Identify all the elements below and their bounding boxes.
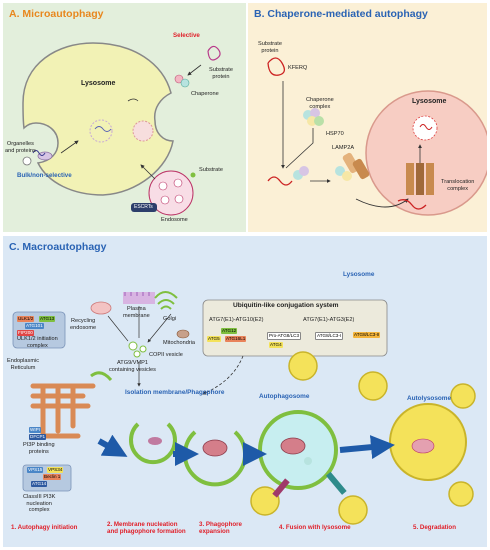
atg16l1-tag: ATG16L1 bbox=[225, 336, 247, 342]
ulk-tag: ULK1/2 bbox=[17, 316, 35, 322]
autolysosome-label: Autolysosome bbox=[407, 395, 452, 402]
golgi-label: Golgi bbox=[163, 316, 177, 322]
hsp70-label: HSP70 bbox=[326, 131, 344, 137]
vps34-tag: VPS34 bbox=[47, 467, 64, 473]
pi3p-caption: PI3P binding proteins bbox=[23, 442, 55, 455]
chaperone-label: Chaperone bbox=[191, 91, 219, 97]
lc3-ii-tag: ATG8/LC3-II bbox=[353, 332, 381, 338]
recycling-endosome-label: Recycling endosome bbox=[70, 318, 97, 331]
lc3-i-tag: ATG8/LC3-I bbox=[315, 332, 344, 340]
atg5-tag: ATG5 bbox=[207, 336, 221, 342]
dfcp1-tag: DFCP1 bbox=[29, 434, 47, 440]
ubiquitin-title: Ubiquitin-like conjugation system bbox=[233, 302, 339, 309]
escrts-label: ESCRTs bbox=[134, 204, 153, 210]
organelles-label: Organelles and proteins bbox=[5, 141, 36, 154]
stage-4: 4. Fusion with lysosome bbox=[279, 524, 351, 531]
substrate-protein-label: Substrate protein bbox=[209, 67, 233, 80]
atg13-tag: ATG13 bbox=[39, 316, 56, 322]
panel-b-title: B. Chaperone-mediated autophagy bbox=[254, 8, 428, 20]
lysosome-shape bbox=[22, 42, 174, 196]
plasma-membrane-label: Plasma membrane bbox=[123, 306, 150, 319]
translocation-label: Translocation complex bbox=[441, 179, 475, 192]
stage-5: 5. Degradation bbox=[413, 524, 456, 531]
atg101-tag: ATG101 bbox=[25, 323, 44, 329]
panel-microautophagy: A. Microautophagy Selective Lysosome Sub… bbox=[3, 3, 246, 232]
vps15-tag: VPS15 bbox=[27, 467, 44, 473]
autophagosome-label: Autophagosome bbox=[259, 393, 310, 400]
lamp2a-label: LAMP2A bbox=[332, 145, 355, 151]
fip200-tag: FIP200 bbox=[17, 330, 34, 336]
substrate-label: Substrate bbox=[199, 167, 223, 173]
ulk-caption: ULK1/2 initiation complex bbox=[17, 336, 58, 349]
panel-macroautophagy: C. Macroautophagy ULK1/2 ATG13 ATG101 FI… bbox=[3, 236, 487, 547]
organelle-cluster bbox=[22, 150, 53, 166]
atg14-tag: ATG14 bbox=[31, 481, 48, 487]
lysosome-c-label: Lysosome bbox=[343, 271, 375, 278]
panel-c-title: C. Macroautophagy bbox=[9, 241, 107, 253]
chaperone-complex-label: Chaperone complex bbox=[306, 97, 334, 110]
wipi-tag: WIPI bbox=[29, 427, 41, 433]
ubl-right-label: ATG7(E1)-ATG3(E2) bbox=[303, 317, 355, 323]
cma-lysosome-label: Lysosome bbox=[412, 98, 447, 105]
macroautophagy-diagram bbox=[12, 291, 476, 525]
isolation-membrane-label: Isolation membrane/Phagophore bbox=[125, 389, 225, 396]
stage-3: 3. Phagophore expansion bbox=[199, 521, 242, 536]
microautophagy-diagram bbox=[22, 42, 221, 216]
copii-label: COPII vesicle bbox=[149, 352, 183, 358]
cma-lysosome bbox=[365, 90, 487, 216]
cma-diagram bbox=[267, 57, 487, 216]
atg12-tag: ATG12 bbox=[221, 328, 238, 334]
pi3k-caption: ClassIII PI3K nucleation complex bbox=[23, 494, 56, 514]
stage-2: 2. Membrane nucleation and phagophore fo… bbox=[107, 521, 186, 536]
mitochondria-label: Mitochondria bbox=[163, 340, 196, 346]
beclin-tag: Beclin 1 bbox=[43, 474, 62, 480]
atg4-tag: ATG4 bbox=[269, 342, 283, 348]
cma-substrate-label: Substrate protein bbox=[258, 41, 282, 54]
lysosome-label: Lysosome bbox=[81, 80, 116, 87]
er-label: Endoplasmic Reticulum bbox=[7, 358, 40, 371]
selective-label: Selective bbox=[173, 32, 200, 39]
ubl-left-label: ATG7(E1)-ATG10(E2) bbox=[209, 317, 264, 323]
bulk-label: Bulk/non-selective bbox=[17, 172, 72, 179]
stage-1: 1. Autophagy initiation bbox=[11, 524, 78, 531]
kferq-label: KFERQ bbox=[288, 65, 308, 71]
endosome-label: Endosome bbox=[161, 217, 188, 223]
panel-a-title: A. Microautophagy bbox=[9, 8, 104, 20]
atg9-label: ATG9/VMP1 containing vesicles bbox=[109, 360, 156, 373]
pro-lc3-tag: Pro-ATG8/LC3 bbox=[267, 332, 302, 340]
panel-cma: B. Chaperone-mediated autophagy Substrat… bbox=[248, 3, 487, 232]
